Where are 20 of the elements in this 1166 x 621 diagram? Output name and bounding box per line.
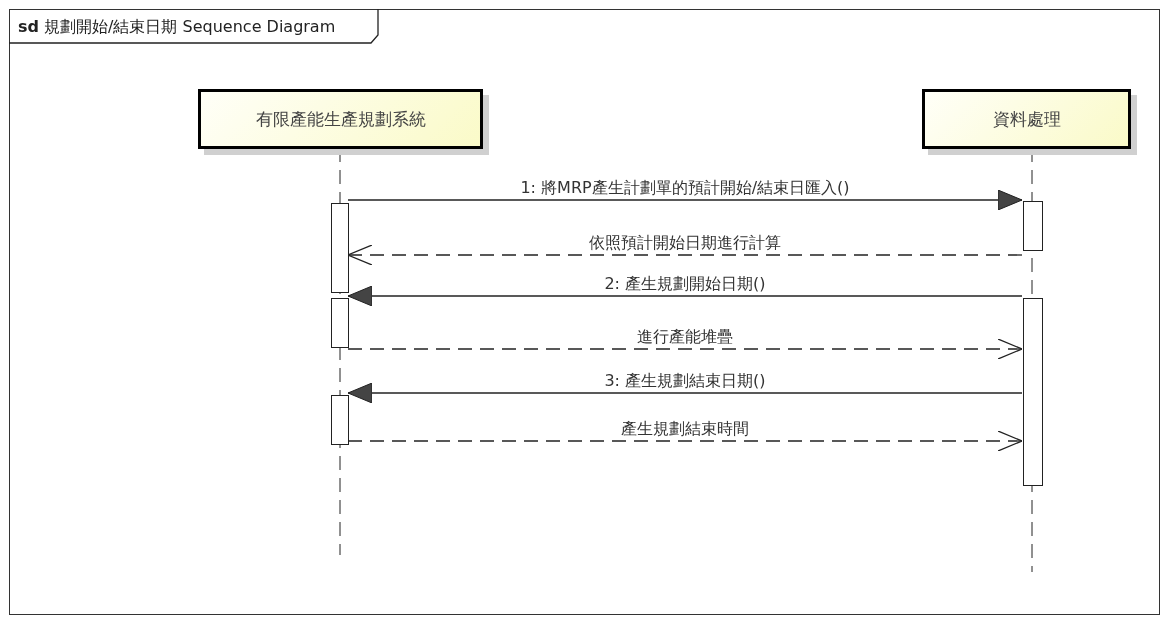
return-message-arrow <box>347 244 1023 266</box>
message-label: 2: 產生規劃開始日期() <box>602 275 768 293</box>
return-message-arrow <box>347 338 1023 360</box>
lifeline-name: 有限產能生產規劃系統 <box>255 107 426 131</box>
activation-bar <box>331 395 349 445</box>
message-label: 依照預計開始日期進行計算 <box>587 234 783 252</box>
activation-bar <box>1023 298 1043 486</box>
message-label: 3: 產生規劃結束日期() <box>602 372 768 390</box>
message-label: 進行產能堆疊 <box>635 328 735 346</box>
lifeline-name: 資料處理 <box>992 107 1061 131</box>
frame-title: sd 規劃開始/結束日期 Sequence Diagram <box>18 17 336 38</box>
diagram-frame <box>9 9 1160 615</box>
message-arrow <box>347 285 1023 307</box>
activation-bar <box>331 203 349 293</box>
message-arrow <box>347 189 1023 211</box>
message-arrow <box>347 382 1023 404</box>
return-message-arrow <box>347 430 1023 452</box>
message-label: 產生規劃結束時間 <box>619 420 751 438</box>
activation-bar <box>1023 201 1043 251</box>
activation-bar <box>331 298 349 348</box>
